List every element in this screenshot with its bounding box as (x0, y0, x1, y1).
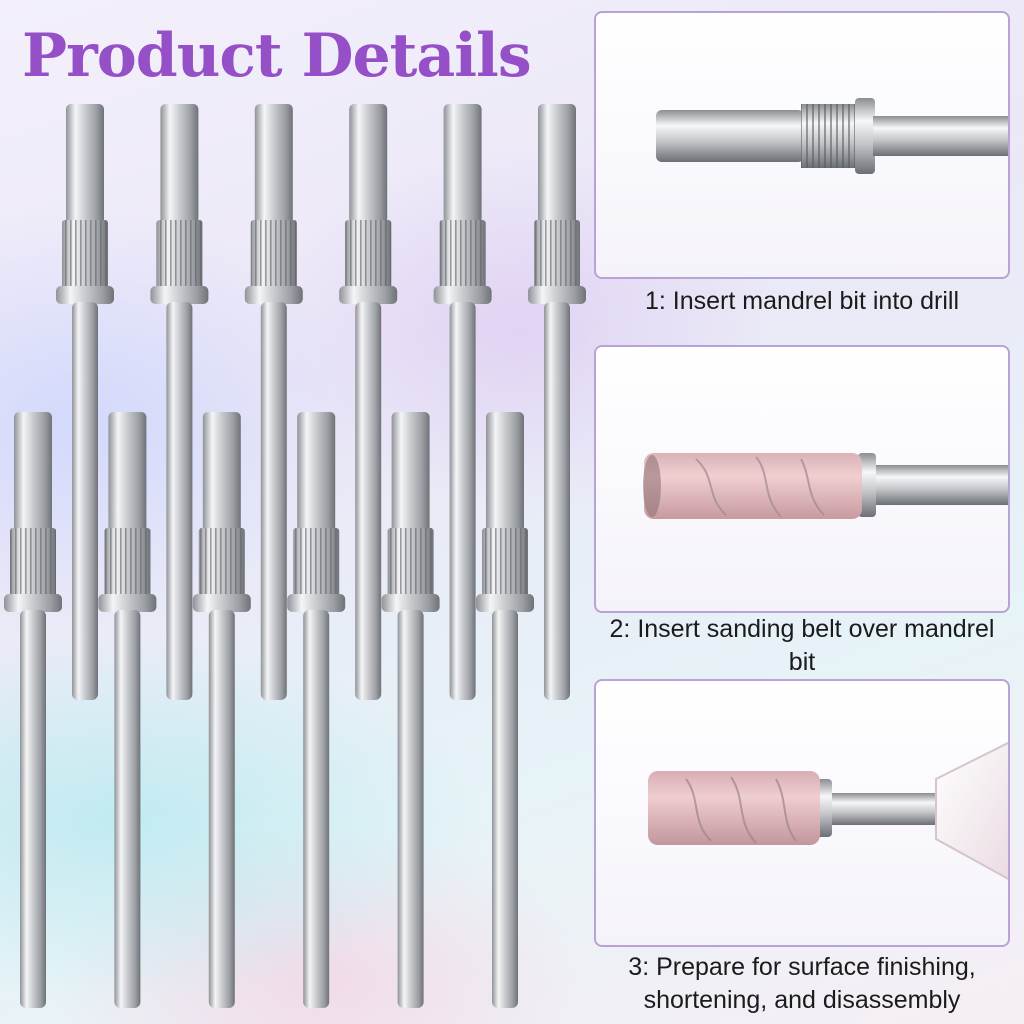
mandrel-bit (4, 412, 62, 1008)
bit-shaft (397, 610, 424, 1008)
bit-shaft (20, 610, 46, 1008)
bit-collar (528, 286, 586, 304)
bit-shank (14, 412, 52, 532)
step-1-caption: 1: Insert mandrel bit into drill (644, 287, 960, 315)
bit-shank (160, 104, 199, 224)
mandrel-shaft (873, 116, 1008, 156)
bit-shank (443, 104, 482, 224)
mandrel-bit (287, 412, 346, 1008)
sanding-band (644, 453, 862, 519)
bit-shaft (260, 302, 287, 700)
mandrel-collar (858, 453, 876, 517)
bit-shank (349, 104, 388, 224)
bit-collar (433, 286, 492, 304)
bit-shank (297, 412, 336, 532)
drill-with-band-closeup (648, 741, 1008, 880)
bit-shank (108, 412, 147, 532)
mandrel-bit (56, 104, 114, 700)
bit-shaft (114, 610, 141, 1008)
page-title: Product Details (22, 21, 532, 91)
bit-collar (192, 594, 251, 612)
mandrel-bit (192, 412, 251, 1008)
step-1-image-panel (594, 11, 1010, 279)
bit-shank (202, 412, 241, 532)
mandrel-bit (339, 104, 398, 700)
bit-collar (339, 286, 398, 304)
bit-shank (486, 412, 524, 532)
bit-collar (244, 286, 303, 304)
mandrel-collar (855, 98, 875, 174)
bit-shaft (72, 302, 98, 700)
bit-shaft (208, 610, 235, 1008)
step-2-caption: 2: Insert sanding belt over mandrel bit (609, 615, 995, 676)
bit-shaft (449, 302, 476, 700)
bit-shaft (544, 302, 570, 700)
mandrel-bits-illustration (4, 104, 586, 1008)
drill-handpiece (935, 741, 1008, 880)
bit-shank (391, 412, 430, 532)
mandrel-shank-end (656, 110, 804, 162)
bit-shaft (303, 610, 330, 1008)
step-3-image-panel (594, 679, 1010, 947)
bit-shaft (492, 610, 518, 1008)
bit-shank (538, 104, 576, 224)
mandrel-shaft (856, 465, 1008, 505)
mandrel-bit (244, 104, 303, 700)
mandrel-bits-photo (4, 104, 586, 1008)
bit-shank (66, 104, 104, 224)
bit-shaft (166, 302, 193, 700)
bit-collar (98, 594, 157, 612)
bit-collar (381, 594, 440, 612)
bit-shaft (355, 302, 382, 700)
bit-collar (287, 594, 346, 612)
bit-collar (4, 594, 62, 612)
step-2-image-panel (594, 345, 1010, 613)
bit-collar (150, 286, 209, 304)
sanding-band-closeup (643, 453, 1008, 519)
mandrel-bit (528, 104, 586, 700)
mandrel-bit (433, 104, 492, 700)
mandrel-bit (476, 412, 534, 1008)
bit-collar (476, 594, 534, 612)
step-3-caption: 3: Prepare for surface finishing, shorte… (628, 953, 976, 1014)
mandrel-bit (150, 104, 209, 700)
mandrel-bit-closeup (656, 98, 1008, 174)
bit-shank (254, 104, 293, 224)
mandrel-bit (381, 412, 440, 1008)
mandrel-bit (98, 412, 157, 1008)
bit-collar (56, 286, 114, 304)
